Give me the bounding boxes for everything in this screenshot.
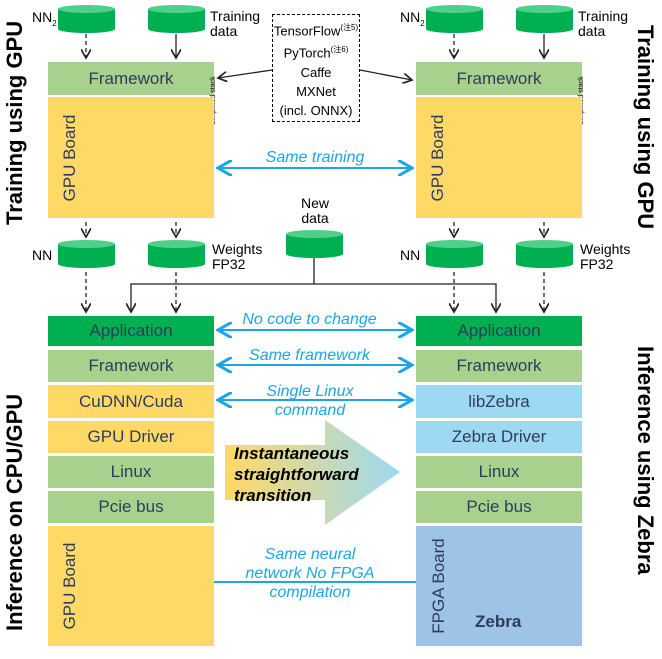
database-icon (148, 244, 205, 264)
database-icon (148, 25, 205, 33)
zebra-chip-label: Zebra (475, 612, 522, 631)
weights-label: Weights FP32 (580, 241, 631, 272)
stack-layer-zebra-driver: Zebra Driver (416, 421, 582, 453)
link-no-code: No code to change (242, 311, 377, 328)
database-icon (148, 240, 205, 248)
framework-option: MXNet (296, 83, 336, 99)
database-icon (426, 9, 483, 29)
framework-block: Framework (48, 62, 214, 95)
database-icon (286, 230, 343, 238)
database-icon (516, 25, 573, 33)
link-same-framework: Same framework (249, 347, 370, 364)
database-icon (286, 250, 343, 258)
database-icon (426, 260, 483, 268)
board-label: GPU Board (60, 114, 79, 202)
arrow (359, 69, 412, 80)
nn-label: NN (32, 247, 53, 263)
training-data-label: Training data (210, 8, 261, 39)
database-icon (516, 9, 573, 29)
stack-layer-framework: Framework (416, 350, 582, 382)
stack-layer-cudnn-cuda: CuDNN/Cuda (48, 385, 214, 418)
training-data-label: Training data (578, 8, 629, 39)
database-icon (58, 244, 115, 264)
transition-label: Instantaneous straightforward transition (234, 444, 359, 505)
database-icon (58, 5, 115, 13)
gpu-board (416, 97, 582, 218)
weights-label: Weights FP32 (212, 241, 263, 272)
new-data-label: New data (300, 195, 329, 226)
arrow (218, 69, 273, 78)
nn-label: NN (400, 247, 421, 263)
framework-block: Framework (416, 62, 582, 95)
link-same-network: Same neural network No FPGA compilation (245, 546, 375, 601)
database-icon (426, 244, 483, 264)
database-icon (516, 244, 573, 264)
database-icon (58, 260, 115, 268)
stack-layer-application: Application (416, 316, 582, 346)
stack-layer-framework: Framework (48, 350, 214, 382)
stack-layer-gpu-driver: GPU Driver (48, 421, 214, 453)
database-icon (148, 5, 205, 13)
database-icon (426, 5, 483, 13)
framework-option: (incl. ONNX) (279, 102, 353, 118)
new-data-arrow (314, 283, 496, 312)
framework-option: TensorFlow(注5) (273, 23, 359, 39)
side-label-training-right: Training using GPU (633, 25, 658, 230)
database-icon (426, 25, 483, 33)
stack-layer-application: Application (48, 316, 214, 346)
database-icon (426, 240, 483, 248)
gpu-board (48, 97, 214, 218)
stack-layer-pcie-bus: Pcie bus (416, 491, 582, 523)
side-label-inference-left: Inference on CPU/GPU (2, 393, 27, 631)
framework-option: PyTorch(注6) (283, 45, 349, 61)
side-label-training-left: Training using GPU (2, 20, 27, 225)
link-single-command: Single Linux command (266, 383, 354, 419)
new-data-arrow (131, 258, 315, 312)
database-icon (148, 260, 205, 268)
database-icon (58, 9, 115, 29)
database-icon (286, 234, 343, 254)
framework-option: Caffe (300, 64, 332, 80)
stack-layer-pcie-bus: Pcie bus (48, 491, 214, 523)
gpu-board-inference (48, 526, 214, 646)
nn2-label: NN2 (32, 9, 57, 28)
transition-arrow (225, 420, 400, 525)
nn2-label: NN2 (400, 9, 425, 28)
database-icon (148, 9, 205, 29)
stack-layer-linux: Linux (48, 456, 214, 488)
database-icon (58, 25, 115, 33)
database-icon (58, 240, 115, 248)
same-training-label: Same training (265, 149, 365, 166)
board-label: GPU Board (428, 114, 447, 202)
side-label-inference-right: Inference using Zebra (633, 346, 658, 575)
database-icon (516, 240, 573, 248)
stack-layer-libzebra: libZebra (416, 385, 582, 418)
board-label: FPGA Board (429, 538, 448, 634)
board-label: GPU Board (60, 542, 79, 630)
stack-layer-linux: Linux (416, 456, 582, 488)
database-icon (516, 5, 573, 13)
database-icon (516, 260, 573, 268)
fpga-board (416, 526, 582, 646)
